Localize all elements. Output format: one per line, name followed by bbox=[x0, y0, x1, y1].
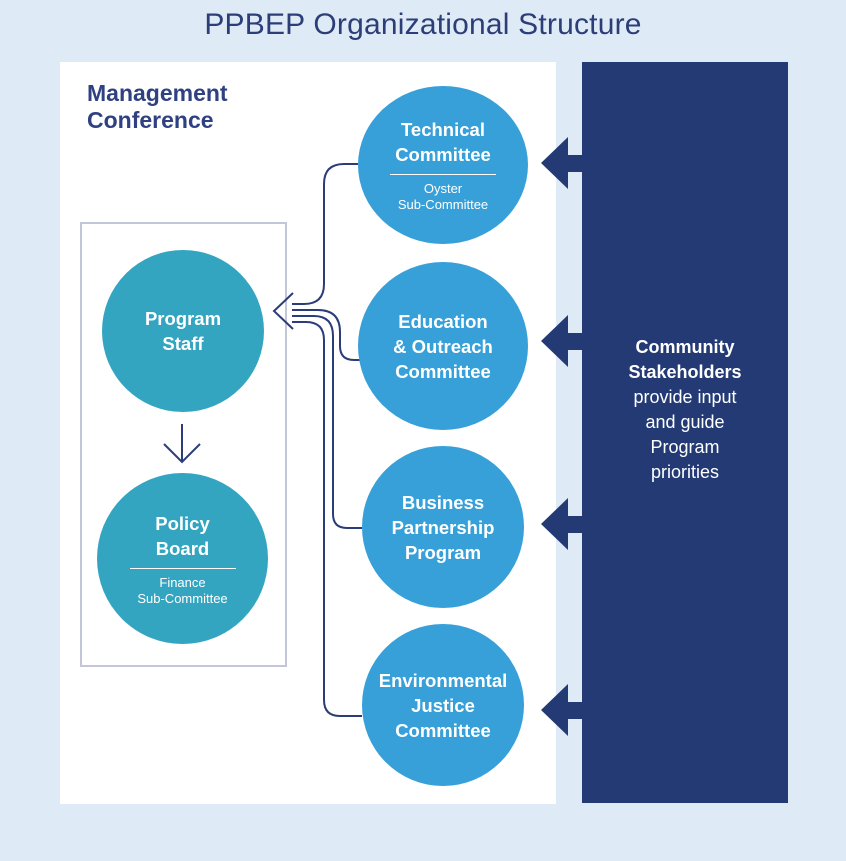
environmental-justice-committee-node: Environmental Justice Committee bbox=[362, 624, 524, 786]
environmental-justice-committee-label: Environmental Justice Committee bbox=[379, 668, 508, 743]
label-line: Environmental bbox=[378, 669, 508, 691]
technical-committee-divider bbox=[390, 174, 496, 175]
label-line: & Outreach bbox=[393, 335, 493, 357]
label-line: Board bbox=[155, 537, 210, 559]
label-line: Program bbox=[144, 308, 222, 329]
label-line: Committee bbox=[395, 144, 491, 165]
business-partnership-program-node: Business Partnership Program bbox=[362, 446, 524, 608]
stakeholders-title-line: Community bbox=[635, 337, 735, 357]
connector-education bbox=[292, 309, 360, 361]
stakeholder-arrow-environmental-icon bbox=[541, 684, 582, 736]
label-line: Sub-Committee bbox=[137, 590, 228, 606]
program-staff-node: Program Staff bbox=[102, 250, 264, 412]
stakeholder-arrow-technical-icon bbox=[541, 137, 582, 189]
label-line: Policy bbox=[155, 512, 210, 534]
technical-committee-label: Technical Committee bbox=[395, 117, 491, 167]
label-line: Committee bbox=[395, 719, 491, 741]
stakeholder-arrow-education-icon bbox=[541, 315, 582, 367]
label-line: Technical bbox=[401, 119, 485, 140]
stakeholder-arrow-business-icon bbox=[541, 498, 582, 550]
label-line: Management bbox=[87, 80, 228, 106]
label-line: Staff bbox=[162, 333, 204, 354]
label-line: Business bbox=[401, 491, 485, 513]
program-staff-label: Program Staff bbox=[145, 306, 221, 356]
label-line: Partnership bbox=[391, 516, 495, 538]
connector-business bbox=[292, 315, 362, 529]
label-line: Program bbox=[404, 541, 482, 563]
education-outreach-committee-node: Education & Outreach Committee bbox=[358, 262, 528, 430]
community-stakeholders-text: Community Stakeholders provide input and… bbox=[582, 335, 788, 485]
oyster-subcommittee-label: Oyster Sub-Committee bbox=[398, 181, 488, 213]
diagram-title: PPBEP Organizational Structure bbox=[204, 8, 642, 41]
arrowhead-program-staff-icon bbox=[272, 292, 294, 330]
technical-committee-node: Technical Committee Oyster Sub-Committee bbox=[358, 86, 528, 244]
policy-board-divider bbox=[129, 567, 236, 569]
management-conference-label: Management Conference bbox=[87, 80, 228, 134]
business-partnership-program-label: Business Partnership Program bbox=[392, 490, 495, 565]
stakeholders-desc-line: provide input bbox=[633, 387, 737, 407]
finance-subcommittee-label: Finance Sub-Committee bbox=[137, 575, 227, 607]
stakeholders-desc-line: priorities bbox=[650, 462, 720, 482]
arrow-down-head-icon bbox=[163, 443, 201, 464]
connector-technical bbox=[292, 163, 358, 305]
label-line: Conference bbox=[87, 107, 214, 133]
education-outreach-committee-label: Education & Outreach Committee bbox=[393, 309, 493, 384]
connector-environmental bbox=[292, 321, 362, 717]
staff-board-box bbox=[80, 222, 287, 667]
stakeholders-desc-line: and guide bbox=[645, 412, 725, 432]
label-line: Oyster bbox=[423, 181, 463, 196]
label-line: Committee bbox=[395, 360, 491, 382]
community-stakeholders-panel bbox=[582, 62, 788, 803]
stakeholders-desc-line: Program bbox=[650, 437, 720, 457]
label-line: Finance bbox=[159, 574, 206, 590]
label-line: Sub-Committee bbox=[397, 197, 489, 212]
policy-board-node: Policy Board Finance Sub-Committee bbox=[97, 473, 268, 644]
label-line: Education bbox=[398, 310, 488, 332]
policy-board-label: Policy Board bbox=[155, 511, 210, 561]
stakeholders-title-line: Stakeholders bbox=[628, 362, 742, 382]
label-line: Justice bbox=[411, 694, 475, 716]
